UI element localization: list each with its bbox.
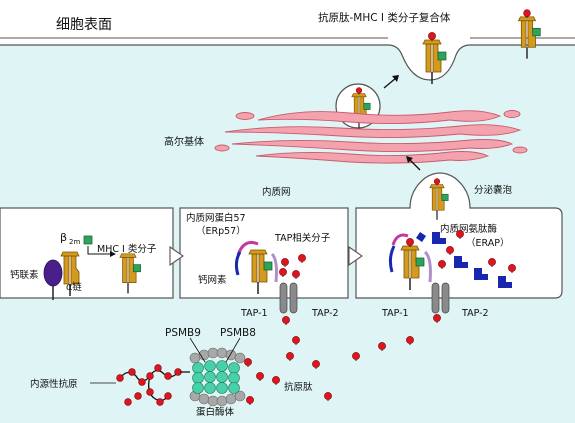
psmb9-leader: [189, 337, 206, 363]
secretory-vesicle-label: 分泌囊泡: [474, 184, 513, 196]
golgi-label: 高尔基体: [164, 135, 204, 148]
free-beta2m: [83, 235, 93, 245]
beta2m-arrowhead: [110, 251, 116, 257]
beta2m-label: β: [60, 231, 67, 244]
calreticulin-shape-right: [388, 245, 396, 273]
mhc1-label: MHC I 类分子: [97, 243, 157, 255]
endogenous-antigen-label: 内源性抗原: [30, 378, 78, 390]
antigen-peptide-label: 抗原肽: [284, 381, 313, 393]
cell-surface-label: 细胞表面: [56, 17, 112, 33]
beta2m-arrow: [87, 246, 110, 255]
proteasome-label: 蛋白酶体: [196, 406, 235, 418]
calnexin: [43, 259, 63, 300]
tap1-right-label: TAP-1: [381, 308, 409, 319]
tap2-right-label: TAP-2: [461, 308, 489, 319]
arrow-to-membrane: [383, 77, 397, 89]
calnexin-label: 钙联素: [10, 269, 39, 281]
cell-membrane: [0, 44, 575, 81]
beta2m-subscript: 2m: [69, 238, 80, 246]
arrow-to-golgi: [409, 159, 421, 171]
erp57-shape-right: [391, 233, 409, 246]
erp57-label: 内质网蛋白57: [186, 212, 246, 224]
er-compartment-left: [0, 207, 174, 299]
tap-transporter-left: [279, 282, 298, 314]
alpha-chain-label: α链: [66, 281, 82, 293]
tap2-left-label: TAP-2: [311, 308, 339, 319]
tapasin-shape-right: [423, 250, 432, 283]
step-arrow-1: [169, 245, 184, 267]
tap-associated-label: TAP相关分子: [274, 232, 331, 244]
psmb8-leader: [225, 337, 241, 363]
tap-transporter-right: [431, 282, 450, 314]
psmb8-label: PSMB8: [220, 327, 256, 339]
antigen-chain-beads: [116, 364, 182, 406]
erp57-abbr: （ERp57）: [196, 225, 246, 237]
arrow-head: [392, 75, 399, 82]
complex-title: 抗原肽-MHC I 类分子复合体: [318, 11, 451, 24]
step-arrow-2: [348, 245, 363, 267]
proteasome: [189, 347, 246, 407]
psmb9-label: PSMB9: [165, 327, 201, 339]
er-label: 内质网: [262, 186, 291, 198]
tapasin-shape: [270, 252, 278, 283]
calreticulin-shape: [234, 251, 242, 276]
erap-label: 内质网氨肽酶: [440, 223, 498, 235]
erap-abbr: （ERAP）: [466, 237, 509, 249]
tap1-left-label: TAP-1: [240, 308, 268, 319]
arrow-head: [406, 156, 413, 163]
calreticulin-label: 钙网素: [198, 274, 227, 286]
erap-enzymes: [416, 232, 512, 288]
golgi-apparatus: [214, 110, 528, 164]
